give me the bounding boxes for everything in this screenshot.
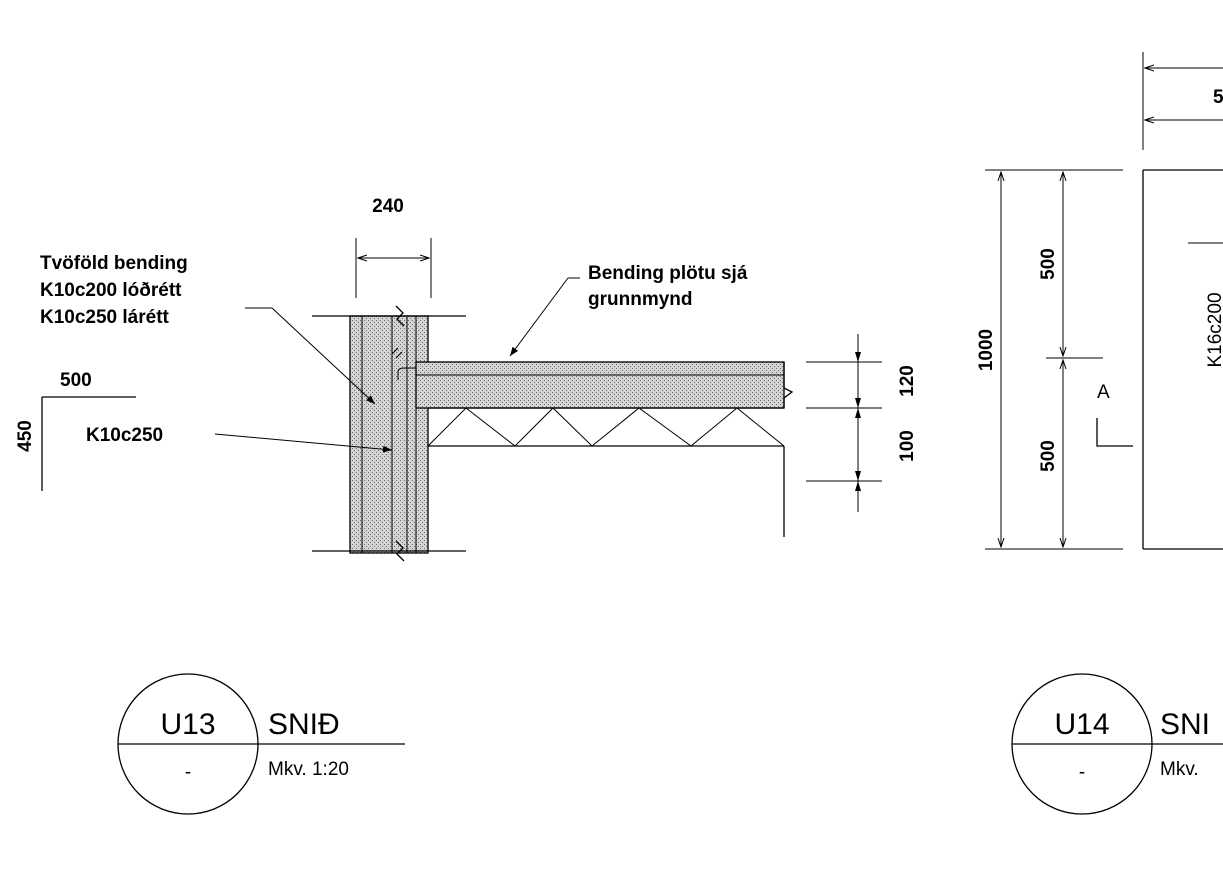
detail-sheet: - [1079, 762, 1085, 783]
bar-shape-length-horizontal: 500 [60, 370, 92, 391]
detail-scale: Mkv. [1160, 759, 1199, 780]
dim-slab-thickness: 120 [897, 365, 918, 397]
detail-title: SNI [1160, 708, 1210, 741]
concrete-wall [349, 315, 429, 554]
title-block-u14: U14 - SNI Mkv. [1011, 673, 1223, 815]
detail-sheet: - [185, 762, 191, 783]
wall-note-line-1: Tvöföld bending [40, 253, 188, 274]
dim-insulation-thickness: 100 [897, 430, 918, 462]
wall-note-line-3: K10c250 lárétt [40, 307, 170, 328]
section-u13-drawing: 240 120 100 [41, 196, 918, 562]
dim-total-height: 1000 [976, 329, 997, 371]
detail-id: U14 [1054, 708, 1109, 741]
bar-label-k10c250: K10c250 [86, 425, 163, 446]
bar-label-k16c200: K16c200 [1205, 292, 1223, 367]
detail-title: SNIÐ [268, 708, 340, 741]
title-block-u13: U13 - SNIÐ Mkv. 1:20 [117, 673, 405, 815]
slab-note-line-2: grunnmynd [588, 289, 693, 310]
bar-shape-length-vertical: 450 [15, 420, 36, 452]
dim-wall-width: 240 [372, 196, 404, 217]
section-marker-a: A [1097, 382, 1110, 403]
detail-scale: Mkv. 1:20 [268, 759, 349, 780]
wall-note-line-2: K10c200 lóðrétt [40, 280, 182, 301]
slab-note-line-1: Bending plötu sjá [588, 263, 748, 284]
section-u14-drawing: 5 1000 500 500 A K16c200 [976, 52, 1223, 550]
concrete-slab [415, 361, 785, 409]
insulation-zigzag [427, 407, 785, 447]
dim-right-top-partial: 5 [1213, 87, 1223, 108]
detail-id: U13 [160, 708, 215, 741]
dim-lower-half: 500 [1038, 440, 1059, 472]
dim-upper-half: 500 [1038, 248, 1059, 280]
